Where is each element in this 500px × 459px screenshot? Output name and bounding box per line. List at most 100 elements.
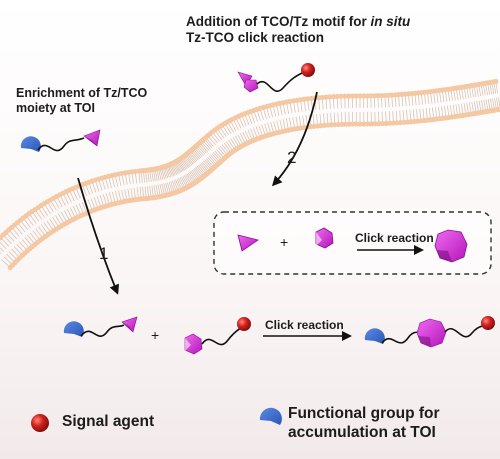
- lipid-tail: [228, 123, 234, 133]
- lipid-tail: [473, 87, 477, 98]
- lipid-tail: [190, 170, 197, 180]
- legend-functional-group-label: Functional group for accumulation at TOI: [288, 405, 493, 442]
- lipid-tail: [35, 210, 43, 220]
- lipid-tail: [449, 105, 453, 116]
- lipid-tail: [489, 84, 493, 95]
- lipid-tail: [330, 112, 332, 123]
- lipid-tail: [145, 172, 148, 183]
- legend-functional-line1: Functional group for: [288, 405, 440, 422]
- lipid-head: [327, 94, 333, 100]
- lipid-tail: [21, 239, 29, 248]
- lipid-tail: [115, 176, 119, 187]
- lipid-head: [345, 93, 352, 99]
- lipid-tail: [239, 133, 246, 143]
- lipid-tail: [102, 179, 106, 190]
- lipid-tail: [208, 136, 216, 146]
- lipid-tail: [183, 158, 190, 168]
- lipid-tail: [158, 170, 162, 181]
- lipid-tail: [18, 223, 26, 233]
- lipid-tail: [428, 107, 431, 118]
- lipid-tail: [491, 84, 495, 95]
- lipid-tail: [458, 89, 462, 100]
- lipid-tail: [483, 85, 486, 96]
- lipid-tail: [312, 114, 315, 125]
- lipid-tail: [430, 93, 433, 104]
- lipid-tail: [230, 121, 237, 132]
- lipid-tail: [195, 148, 203, 157]
- lipid-tail: [183, 175, 190, 185]
- lipid-head: [353, 121, 359, 127]
- lipid-tail: [35, 228, 42, 237]
- lipid-tail: [203, 141, 211, 150]
- lipid-tail: [316, 113, 318, 124]
- lipid-tail: [493, 83, 497, 94]
- lipid-tail: [161, 169, 165, 180]
- lipid-tail: [54, 199, 60, 209]
- lipid-tail: [149, 171, 152, 182]
- lipid-tail: [438, 106, 441, 117]
- lipid-tail: [52, 217, 59, 226]
- lipid-tail: [98, 180, 103, 191]
- lipid-tail: [399, 110, 401, 121]
- lipid-tail: [425, 108, 428, 119]
- lipid-tail: [213, 133, 220, 142]
- bottom-click-reaction-label: Click reaction: [265, 318, 344, 332]
- lipid-tail: [191, 152, 199, 161]
- lipid-tail: [169, 166, 175, 177]
- lipid-head: [364, 93, 370, 99]
- lipid-tail: [179, 177, 185, 187]
- lipid-tail: [90, 198, 95, 208]
- lipid-tail: [168, 167, 173, 177]
- lipid-tail: [3, 256, 12, 264]
- lipid-tail: [15, 226, 23, 235]
- step-2-arrow: [271, 91, 318, 187]
- lipid-tail: [190, 153, 198, 162]
- lipid-tail: [466, 102, 469, 113]
- lipid-tail: [153, 185, 156, 196]
- lipid-tail: [49, 218, 56, 228]
- lipid-tail: [179, 161, 186, 171]
- lipid-tail: [217, 129, 225, 139]
- lipid-tail: [235, 135, 241, 145]
- lipid-head: [493, 78, 499, 85]
- lipid-tail: [32, 212, 40, 222]
- lipid-tail: [292, 117, 295, 128]
- lipid-tail: [319, 113, 322, 124]
- left-line1-text: Enrichment of Tz/TCO: [16, 86, 148, 100]
- lipid-tail: [257, 111, 261, 121]
- lipid-tail: [478, 100, 482, 111]
- lipid-tail: [29, 232, 37, 241]
- lipid-tail: [185, 174, 191, 184]
- lipid-tail: [392, 111, 394, 122]
- lipid-tail: [476, 100, 479, 111]
- lipid-tail: [266, 108, 270, 119]
- lipid-tail: [461, 89, 464, 100]
- lipid-tail: [318, 99, 321, 110]
- lipid-tail: [250, 128, 255, 139]
- lipid-tail: [458, 103, 461, 114]
- lipid-tail: [298, 116, 302, 127]
- lipid-tail: [496, 97, 499, 108]
- lipid-tail: [210, 135, 218, 144]
- lipid-tail: [178, 178, 184, 188]
- bottom-plus-sign: +: [151, 327, 160, 343]
- lipid-tail: [176, 163, 183, 173]
- lipid-tail: [464, 88, 467, 99]
- lipid-tail: [210, 154, 218, 163]
- lipid-tail: [32, 230, 40, 239]
- lipid-tail: [406, 110, 408, 121]
- signal-agent-icon: [301, 63, 315, 77]
- lipid-tail: [212, 151, 221, 160]
- lipid-tail: [221, 144, 229, 153]
- lipid-tail: [87, 199, 93, 210]
- step-1-label: 1: [99, 244, 109, 263]
- lipid-tail: [208, 155, 216, 164]
- lipid-tail: [96, 196, 101, 206]
- lipid-tail: [55, 215, 61, 225]
- lipid-tail: [216, 149, 224, 158]
- lipid-tail: [6, 253, 14, 262]
- lipid-tail: [192, 169, 200, 178]
- lipid-tail: [151, 185, 154, 196]
